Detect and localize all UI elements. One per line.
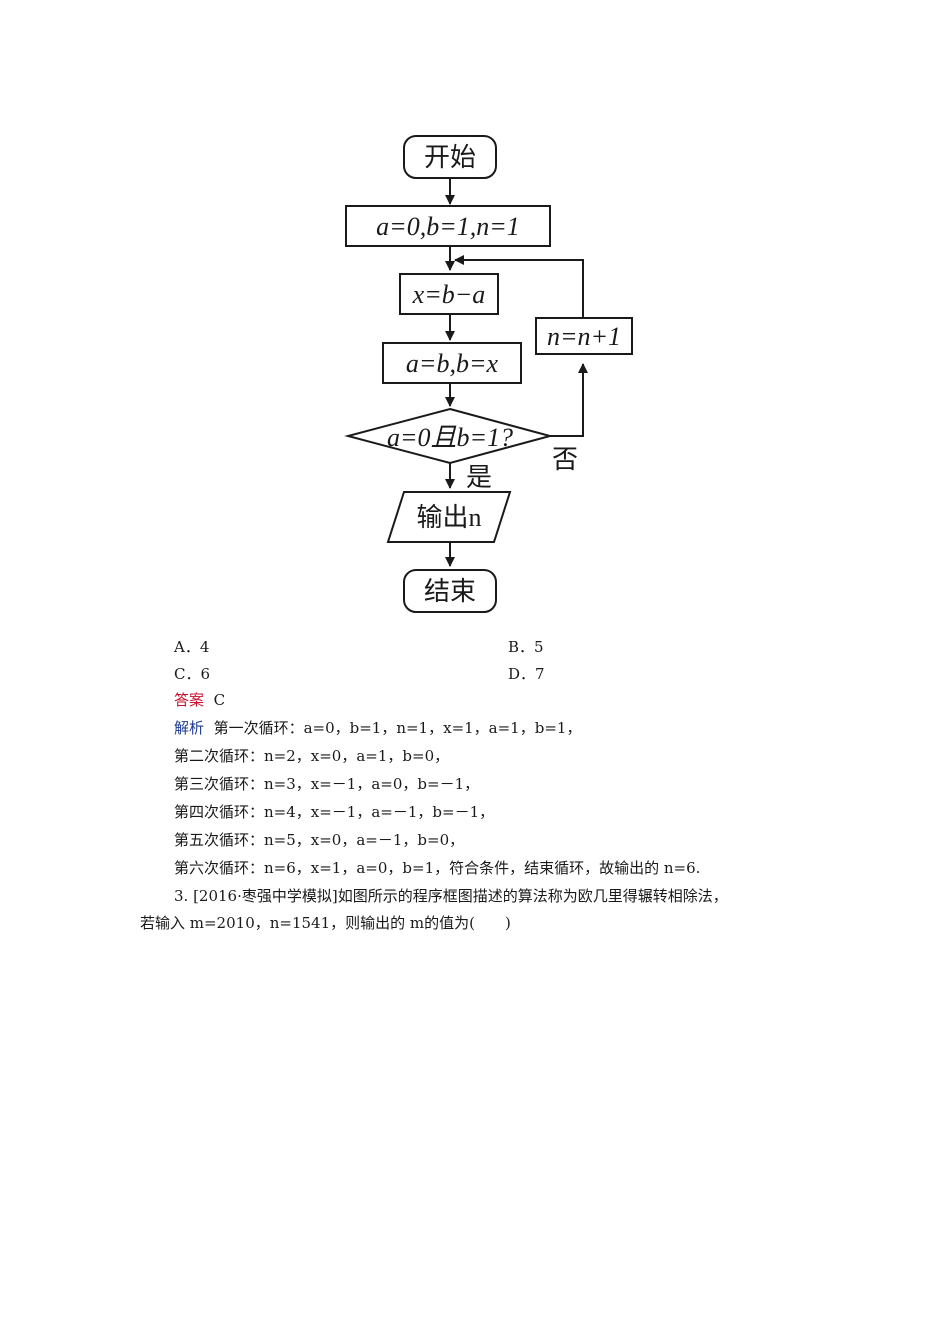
analysis-line-3: 第三次循环：n=3，x=－1，a=0，b=－1， [174, 775, 480, 793]
end-label: 结束 [424, 577, 476, 606]
question3-line-1: 3. [2016·枣强中学模拟]如图所示的程序框图描述的算法称为欧几里得辗转相除… [174, 887, 728, 905]
increment-label: n=n+1 [547, 322, 621, 351]
loop-back-arrow [454, 255, 584, 318]
init-label: a=0,b=1,n=1 [376, 212, 520, 241]
start-label: 开始 [424, 143, 476, 172]
option-a-letter: A． [174, 638, 200, 656]
assign-label: a=b,b=x [406, 349, 499, 378]
option-b-value: 5 [534, 638, 544, 656]
analysis-label: 解析 [174, 719, 205, 737]
option-d: D．7 [508, 663, 545, 684]
option-c-letter: C． [174, 665, 201, 683]
assign-box [382, 342, 522, 384]
option-d-value: 7 [535, 665, 545, 683]
analysis-line-6: 第六次循环：n=6，x=1，a=0，b=1，符合条件，结束循环，故输出的 n=6… [174, 859, 701, 877]
option-a-value: 4 [199, 638, 210, 656]
option-b-letter: B． [508, 638, 535, 656]
condition-label: a=0且b=1? [387, 423, 513, 452]
yes-label: 是 [466, 463, 492, 492]
option-c-value: 6 [200, 665, 211, 683]
question3-line-2: 若输入 m=2010，n=1541，则输出的 m的值为( ) [140, 914, 511, 932]
option-d-letter: D． [508, 665, 536, 683]
init-box [345, 205, 551, 247]
analysis-line-4: 第四次循环：n=4，x=－1，a=－1，b=－1， [174, 803, 495, 821]
analysis-line-1: 解析 第一次循环：a=0，b=1，n=1，x=1，a=1，b=1， [174, 718, 581, 738]
option-c: C．6 [174, 663, 210, 684]
analysis-text-1: 第一次循环：a=0，b=1，n=1，x=1，a=1，b=1， [213, 719, 582, 737]
answer-line: 答案 C [174, 690, 225, 710]
answer-value: C [213, 691, 226, 709]
increment-box [535, 317, 633, 355]
analysis-line-2: 第二次循环：n=2，x=0，a=1，b=0， [174, 747, 450, 765]
output-parallelogram [386, 491, 512, 543]
option-a: A．4 [174, 636, 209, 657]
flowchart: 开始 a=0,b=1,n=1 x=b−a a=b,b=x a=0且b=1? 否 … [344, 135, 633, 613]
step-x-label: x=b−a [412, 280, 486, 309]
loop-no-up [550, 363, 588, 437]
analysis-line-5: 第五次循环：n=5，x=0，a=－1，b=0， [174, 831, 465, 849]
end-terminal [403, 569, 497, 613]
no-label: 否 [552, 445, 578, 474]
output-label: 输出n [416, 503, 481, 532]
option-b: B．5 [508, 636, 544, 657]
answer-label: 答案 [174, 691, 205, 709]
